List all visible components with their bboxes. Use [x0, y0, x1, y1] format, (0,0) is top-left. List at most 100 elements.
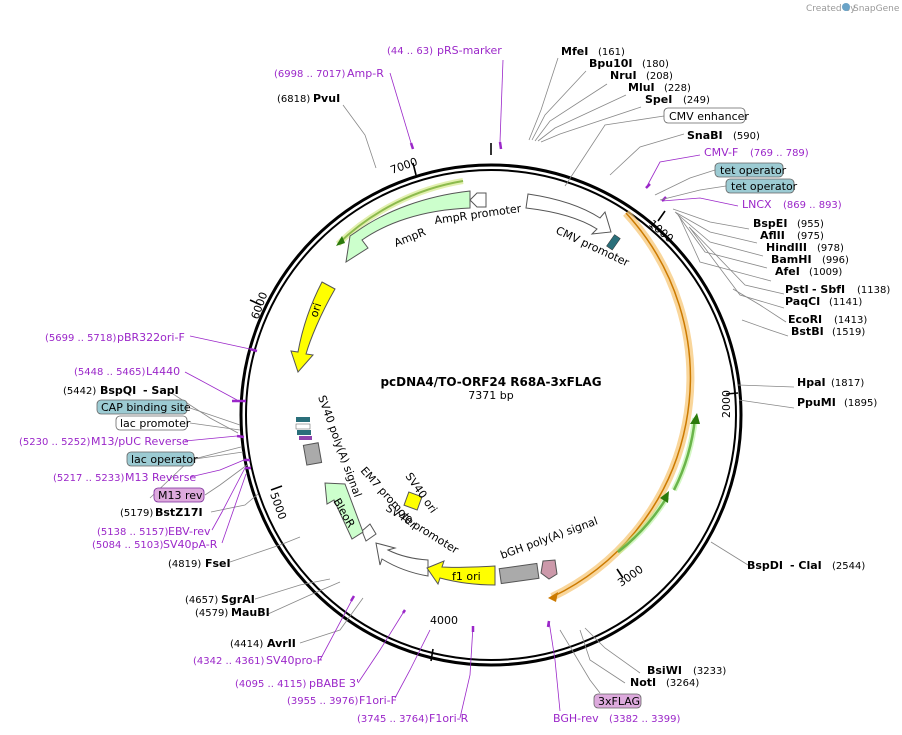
primer-l4440-pos: (5448 .. 5465) — [74, 367, 146, 378]
enzyme-mlui: MluI — [628, 81, 655, 94]
backbone-outer — [239, 163, 743, 667]
enzyme-aflii-pos: (975) — [797, 231, 824, 242]
ampr-arrow — [345, 190, 471, 264]
enzyme-spei: SpeI — [645, 93, 672, 106]
primer-cmv-f: CMV-F — [704, 146, 738, 159]
enzyme-noti-pos: (3264) — [666, 678, 699, 689]
primer-pbr322ori-f-pos: (5699 .. 5718) — [45, 333, 117, 344]
box-3xflag — [593, 693, 642, 709]
flag-block — [540, 559, 558, 580]
f1-ori-label: f1 ori — [452, 570, 481, 583]
primer-amp-r-pos: (6998 .. 7017) — [274, 69, 346, 80]
primer-lncx: LNCX — [742, 198, 772, 211]
primer-amp-r: Amp-R — [347, 67, 384, 80]
enzyme-noti: NotI — [630, 676, 656, 689]
f1-ori-arrow — [426, 560, 496, 586]
leader-lines-primers — [184, 59, 739, 719]
cmv-promoter-arrow — [525, 193, 612, 235]
enzyme-bspqi-pos: (5442) — [63, 386, 96, 397]
lac-block-1 — [296, 417, 310, 422]
bleor-arrow — [324, 482, 364, 540]
enzyme-bstz17i: BstZ17I — [155, 506, 203, 519]
enzyme-afei: AfeI — [775, 265, 800, 278]
enzyme-bstbi: BstBI — [791, 325, 824, 338]
primer-f1ori-r-pos: (3745 .. 3764) — [357, 714, 429, 725]
enzyme-snabi-pos: (590) — [733, 131, 760, 142]
enzyme-paqci: PaqCI — [785, 295, 820, 308]
enzyme-bstz17i-pos: (5179) — [120, 508, 153, 519]
enzyme-hindiii-pos: (978) — [817, 243, 844, 254]
orf-inner-arrow-1 — [690, 413, 700, 424]
tick-4000: 4000 — [430, 614, 458, 627]
enzyme-sgrai-pos: (4657) — [185, 595, 218, 606]
primer-sv40pro-f-pos: (4342 .. 4361) — [193, 656, 265, 667]
enzyme-bsiwi: BsiWI — [647, 664, 682, 677]
enzyme-pvui: PvuI — [313, 92, 340, 105]
primer-pbabe3-pos: (4095 .. 4115) — [235, 679, 307, 690]
enzyme-paqci-pos: (1141) — [829, 297, 862, 308]
box-lac-operator — [126, 451, 195, 467]
bgh-label: bGH poly(A) signal — [499, 514, 600, 561]
enzyme-psti-pos: (1138) — [857, 285, 890, 296]
enzyme-clai: - ClaI — [790, 559, 822, 572]
tick-2000: 2000 — [720, 390, 733, 418]
enzyme-afei-pos: (1009) — [809, 267, 842, 278]
cmv-promoter-label: CMV promoter — [554, 224, 632, 269]
primer-prs-marker-pos: (44 .. 63) — [387, 46, 433, 57]
sv40-promoter-label: SV40 promoter — [383, 502, 461, 557]
enzyme-snabi: SnaBI — [687, 129, 723, 142]
tet-operator-block — [606, 234, 621, 251]
enzyme-maubi-pos: (4579) — [195, 608, 228, 619]
box-lac-promoter — [115, 415, 188, 431]
box-3xflag-label: 3xFLAG — [598, 695, 640, 708]
enzyme-hpai-pos: (1817) — [831, 378, 864, 389]
box-tet-operator-2-label: tet operator — [731, 180, 798, 193]
enzyme-fsei: FseI — [205, 557, 231, 570]
em7-arrow — [361, 523, 377, 542]
snapgene-logo-icon — [842, 3, 850, 11]
tick-marks — [249, 143, 739, 662]
enzyme-bspei: BspEI — [753, 217, 787, 230]
orf-inner-feature-2-glow — [616, 495, 670, 555]
enzyme-avrii-pos: (4414) — [230, 639, 263, 650]
box-cmv-enhancer — [663, 107, 746, 124]
enzyme-bsiwi-pos: (3233) — [693, 666, 726, 677]
enzyme-bstbi-pos: (1519) — [832, 327, 865, 338]
ampr-glow-arrow — [336, 236, 345, 246]
enzyme-bamhi-pos: (996) — [822, 255, 849, 266]
enzyme-ppumi-pos: (1895) — [844, 398, 877, 409]
primer-f1ori-f-pos: (3955 .. 3976) — [287, 696, 359, 707]
orf-arrow-head — [548, 592, 558, 602]
enzyme-nrui: NruI — [610, 69, 637, 82]
sv40-promoter-arrow — [375, 542, 429, 577]
primer-f1ori-f: F1ori-F — [359, 694, 397, 707]
enzyme-bspdi: BspDI — [747, 559, 783, 572]
enzyme-ecori-pos: (1413) — [834, 315, 867, 326]
enzyme-mfei-pos: (161) — [598, 47, 625, 58]
enzyme-fsei-pos: (4819) — [168, 559, 201, 570]
ampr-glow-arc-bg — [335, 178, 464, 247]
enzyme-avrii: AvrII — [267, 637, 296, 650]
lac-block-2 — [295, 423, 311, 430]
sv40-polya-label: SV40 poly(A) signal — [315, 394, 364, 499]
enzyme-bspei-pos: (955) — [797, 219, 824, 230]
orf-arc — [550, 210, 695, 601]
enzyme-bspqi: BspQI — [100, 384, 136, 397]
bgh-block — [498, 562, 540, 585]
primer-sv40pa-r: SV40pA-R — [163, 538, 218, 551]
lac-block-3 — [297, 430, 311, 435]
enzyme-hpai: HpaI — [797, 376, 826, 389]
enzyme-aflii: AflII — [760, 229, 785, 242]
enzyme-ppumi: PpuMI — [797, 396, 836, 409]
primer-sv40pa-r-pos: (5084 .. 5103) — [92, 540, 164, 551]
primer-lncx-pos: (869 .. 893) — [783, 200, 842, 211]
enzyme-hindiii: HindIII — [766, 241, 807, 254]
primer-pbr322ori-f: pBR322ori-F — [117, 331, 185, 344]
ampr-label: AmpR — [392, 225, 428, 249]
tick-7000: 7000 — [389, 155, 420, 177]
box-lac-operator-label: lac operator — [131, 453, 198, 466]
primer-pbabe3: pBABE 3' — [309, 677, 359, 690]
ori-label: ori — [307, 301, 324, 319]
primer-m13-puc-reverse: M13/pUC Reverse — [91, 435, 189, 448]
enzyme-sgrai: SgrAI — [221, 593, 255, 606]
